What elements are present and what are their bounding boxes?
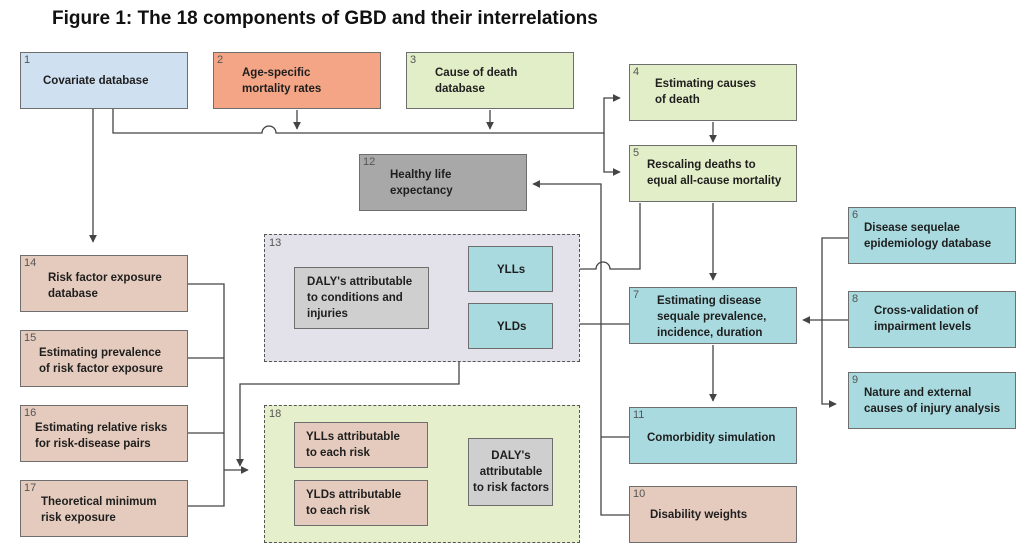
arrow-6-to-7 [821, 237, 848, 408]
box-label-line: Estimating relative risks [35, 422, 168, 434]
box-18-ylds-attributable: YLDs attributable to each risk [294, 480, 428, 526]
box-number: 2 [217, 54, 224, 66]
box-label-line: Healthy life [390, 169, 452, 181]
box-1-covariate-database: 1 Covariate database [20, 52, 188, 109]
box-label-line: sequale prevalence, [657, 311, 767, 323]
box-number: 7 [633, 289, 640, 301]
box-number: 14 [24, 257, 37, 269]
arrow-yld-to-18 [236, 349, 460, 467]
box-7-estimating-disease: 7 Estimating disease sequale prevalence,… [629, 287, 797, 344]
box-number: 10 [633, 488, 646, 500]
group-13-number: 13 [269, 237, 282, 249]
box-label-line: of risk factor exposure [39, 363, 163, 375]
box-number: 15 [24, 332, 37, 344]
box-14-risk-factor-database: 14 Risk factor exposure database [20, 255, 188, 312]
box-label-line: equal all-cause mortality [647, 175, 782, 187]
box-13-daly-conditions: DALY's attributable to conditions and in… [294, 267, 429, 329]
box-label-line: for risk-disease pairs [35, 438, 151, 450]
box-10-disability-weights: 10 Disability weights [629, 486, 797, 543]
box-2-mortality-rates: 2 Age-specific mortality rates [213, 52, 381, 109]
box-number: 9 [852, 374, 859, 386]
arrow-5-to-yll [562, 203, 641, 273]
box-11-comorbidity-simulation: 11 Comorbidity simulation [629, 407, 797, 464]
box-label-line: DALY's attributable [307, 276, 413, 288]
arrow-1-to-4 [112, 94, 621, 134]
box-5-rescaling-deaths: 5 Rescaling deaths to equal all-cause mo… [629, 145, 797, 202]
box-label-line: YLLs [497, 264, 526, 276]
box-number: 5 [633, 147, 640, 159]
box-3-cause-of-death-database: 3 Cause of death database [406, 52, 574, 109]
box-label-line: Risk factor exposure [48, 272, 162, 284]
box-number: 11 [633, 409, 645, 421]
box-label-line: Theoretical minimum [41, 496, 157, 508]
box-label-line: Estimating prevalence [39, 347, 162, 359]
box-number: 16 [24, 407, 37, 419]
box-label-line: to conditions and [307, 292, 403, 304]
box-number: 6 [852, 209, 859, 221]
box-label-line: Covariate database [43, 75, 149, 87]
box-label-line: epidemiology database [864, 238, 992, 250]
box-label-line: Estimating causes [655, 78, 756, 90]
box-number: 3 [410, 54, 417, 66]
bus-14-17 [188, 283, 225, 507]
box-6-disease-sequelae: 6 Disease sequelae epidemiology database [848, 207, 1016, 264]
box-label-line: YLLs attributable [306, 431, 400, 443]
group-18-number: 18 [269, 408, 282, 420]
box-label-line: Age-specific [242, 67, 311, 79]
box-label-line: to each risk [306, 447, 370, 459]
box-18-daly-risk-factors: DALY's attributable to risk factors [468, 438, 553, 506]
box-16-relative-risks: 16 Estimating relative risks for risk-di… [20, 405, 188, 462]
box-label-line: attributable [479, 466, 543, 478]
box-label-line: Comorbidity simulation [647, 432, 776, 444]
bus-10-11 [532, 180, 630, 516]
box-label-line: risk exposure [41, 512, 116, 524]
box-label-line: impairment levels [874, 321, 972, 333]
box-number: 4 [633, 66, 640, 78]
box-13-ylds: YLDs [468, 303, 553, 349]
box-label-line: Disability weights [650, 509, 748, 521]
box-4-estimating-causes: 4 Estimating causes of death [629, 64, 797, 121]
box-label-line: Cross-validation of [874, 305, 979, 317]
box-label-line: incidence, duration [657, 327, 763, 339]
box-label-line: mortality rates [242, 83, 322, 95]
box-label-line: Cause of death [435, 67, 518, 79]
box-label-line: of death [655, 94, 700, 106]
box-12-healthy-life-expectancy: 12 Healthy life expectancy [359, 154, 527, 211]
box-13-ylls: YLLs [468, 246, 553, 292]
box-label-line: database [435, 83, 485, 95]
box-18-ylls-attributable: YLLs attributable to each risk [294, 422, 428, 468]
box-label-line: YLDs [497, 321, 527, 333]
box-number: 8 [852, 293, 859, 305]
box-label-line: YLDs attributable [306, 489, 402, 501]
box-17-theoretical-minimum: 17 Theoretical minimum risk exposure [20, 480, 188, 537]
arrow-1-to-5 [603, 133, 621, 176]
box-label-line: DALY's [491, 450, 531, 462]
box-label-line: injuries [307, 308, 348, 320]
box-label-line: to risk factors [473, 482, 550, 494]
box-number: 12 [363, 156, 376, 168]
box-number: 1 [24, 54, 31, 66]
box-label-line: Nature and external [864, 387, 972, 399]
box-label-line: Rescaling deaths to [647, 159, 756, 171]
figure-title: Figure 1: The 18 components of GBD and t… [52, 8, 598, 29]
box-8-cross-validation: 8 Cross-validation of impairment levels [848, 291, 1016, 348]
box-label-line: Disease sequelae [864, 222, 960, 234]
box-number: 17 [24, 482, 37, 494]
box-9-injury-analysis: 9 Nature and external causes of injury a… [848, 372, 1016, 429]
box-15-estimating-prevalence: 15 Estimating prevalence of risk factor … [20, 330, 188, 387]
box-label-line: expectancy [390, 185, 453, 197]
box-label-line: to each risk [306, 505, 370, 517]
box-label-line: causes of injury analysis [864, 403, 1001, 415]
box-label-line: database [48, 288, 98, 300]
box-label-line: Estimating disease [657, 295, 762, 307]
